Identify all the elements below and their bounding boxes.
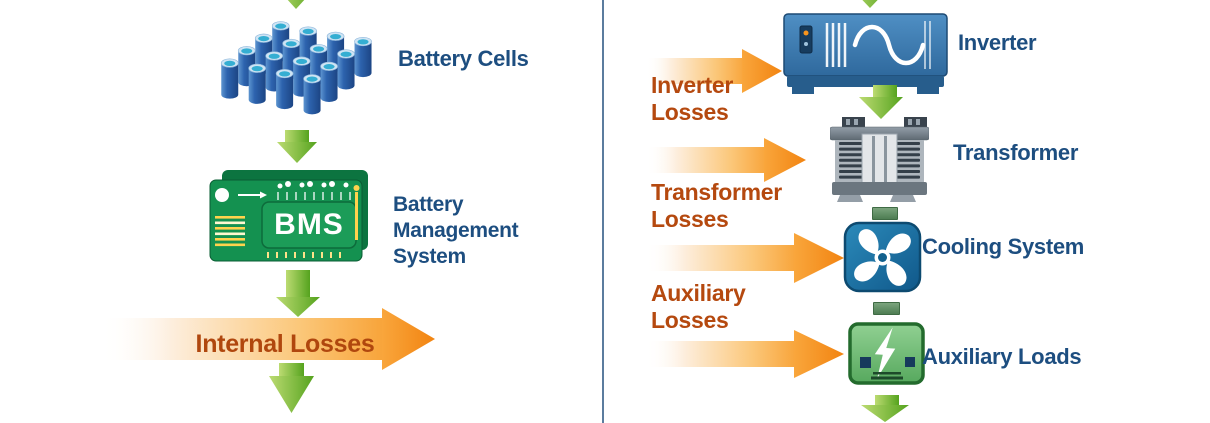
inverter-losses-arrow-icon bbox=[646, 49, 782, 93]
down-arrow-icon bbox=[277, 130, 317, 163]
auxiliary-loads-icon bbox=[848, 322, 925, 385]
cooling-losses-arrow-icon bbox=[646, 233, 844, 283]
connector-block bbox=[873, 302, 900, 315]
internal-losses-label: Internal Losses bbox=[195, 330, 375, 358]
down-arrow-icon bbox=[276, 270, 320, 317]
battery-cells-label: Battery Cells bbox=[398, 46, 529, 71]
auxiliary-losses-arrow-icon bbox=[646, 330, 844, 378]
transformer-label: Transformer bbox=[953, 140, 1079, 165]
connector-block bbox=[872, 207, 898, 220]
down-arrow-icon bbox=[269, 363, 314, 413]
down-arrow-icon bbox=[861, 395, 909, 422]
bms-label: Battery Management System bbox=[393, 193, 519, 268]
auxiliary-losses-label: Auxiliary Losses bbox=[651, 280, 746, 333]
inverter-losses-label: Inverter Losses bbox=[651, 72, 733, 125]
inverter-icon bbox=[783, 13, 948, 95]
cooling-system-icon bbox=[843, 221, 922, 293]
down-arrow-icon bbox=[855, 85, 903, 119]
bms-chip-label: BMS bbox=[274, 208, 344, 241]
cooling-system-label: Cooling System bbox=[922, 234, 1085, 259]
inverter-label: Inverter bbox=[958, 30, 1037, 55]
transformer-losses-arrow-icon bbox=[646, 138, 806, 182]
battery-cells-icon bbox=[210, 18, 388, 116]
auxiliary-loads-label: Auxiliary Loads bbox=[922, 344, 1082, 369]
transformer-icon bbox=[830, 117, 929, 202]
transformer-losses-label: Transformer Losses bbox=[651, 179, 782, 232]
internal-losses-arrow-icon: Internal Losses bbox=[95, 305, 440, 373]
bms-icon bbox=[208, 170, 373, 263]
column-divider bbox=[602, 0, 604, 423]
down-arrow-icon bbox=[849, 0, 891, 8]
down-arrow-icon bbox=[275, 0, 317, 9]
